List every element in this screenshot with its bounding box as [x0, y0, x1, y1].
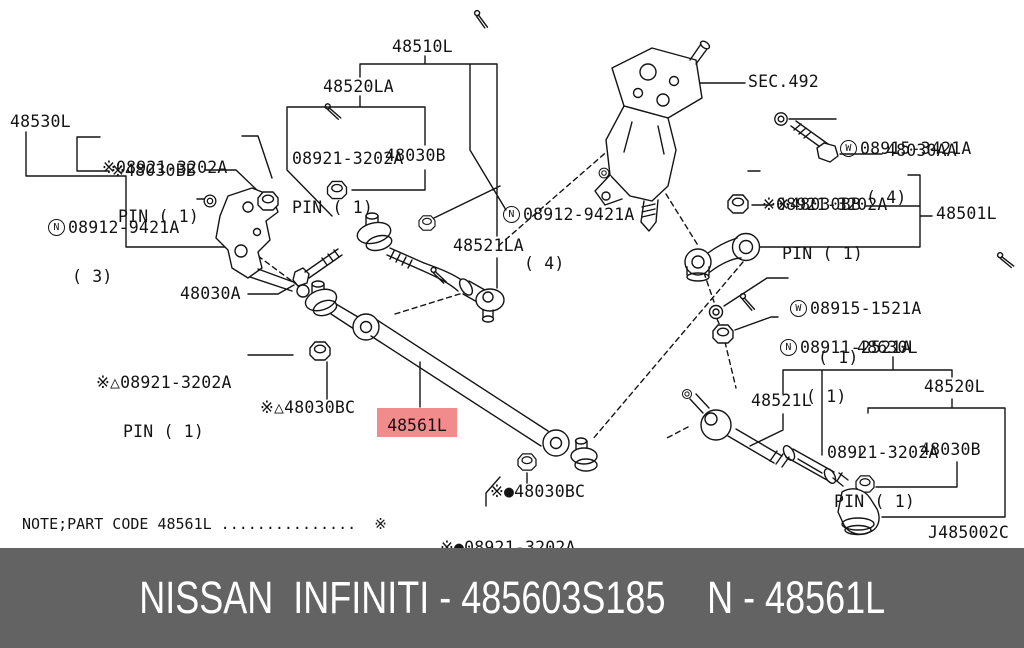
- part-qty: PIN ( 1): [123, 422, 205, 441]
- diagram-linework: [25, 8, 1017, 536]
- cotter-pin-icon: [321, 102, 345, 121]
- note-line-1: NOTE;PART CODE 48561L ............... ※: [22, 515, 387, 533]
- part-number: 08915-1521A: [810, 298, 922, 318]
- construction-dashed-lines: [257, 141, 744, 441]
- footer-gap: [665, 572, 707, 624]
- part-label-48521L: 48521L: [751, 391, 812, 410]
- leader-lines: [25, 55, 1006, 518]
- part-label-48030BC-triangle: ※△48030BC: [260, 398, 356, 417]
- part-number: 08912-9421A: [523, 204, 635, 224]
- part-qty: PIN ( 1): [118, 207, 200, 226]
- diagram-code-label: J485002C: [928, 523, 1010, 542]
- footer-bar: NISSAN INFINITI - 485603S185 N - 48561L: [0, 548, 1024, 648]
- part-label-08915-3421A: W 08915-3421A ( 4): [840, 108, 971, 238]
- highlighted-part-48561L[interactable]: 48561L: [377, 408, 457, 437]
- part-qty: ( 1): [818, 348, 859, 367]
- part-label-pin-right: ※08921-3202A PIN ( 1): [762, 165, 888, 294]
- circled-w-icon: W: [790, 300, 807, 317]
- part-label-pin-top-left: ※08921-3202A PIN ( 1): [102, 128, 228, 257]
- part-number: 08921-3202A: [827, 443, 939, 462]
- circled-n-icon: N: [48, 219, 65, 236]
- part-label-48030BB-right: ※48030BB: [776, 195, 861, 214]
- part-qty: ( 4): [866, 188, 907, 207]
- part-qty: PIN ( 1): [782, 244, 864, 263]
- circled-w-icon: W: [840, 140, 857, 157]
- tie-rod-end-top-drawing: [326, 8, 493, 271]
- part-label-48030B-bottom: 48030B: [920, 440, 981, 459]
- part-qty: ( 4): [524, 254, 565, 273]
- part-label-48030B-top: 48030B: [385, 146, 446, 165]
- part-qty: PIN ( 1): [292, 198, 374, 217]
- part-label-48030BC-dot: ※●48030BC: [490, 482, 586, 501]
- footer-brand-and-part-number: NISSAN INFINITI - 485603S185: [139, 572, 666, 623]
- part-qty: ( 3): [72, 267, 113, 286]
- tie-rod-assembly-top-drawing: [418, 215, 505, 323]
- part-number: ※08921-3202A: [102, 158, 228, 177]
- part-qty: ( 1): [806, 387, 847, 406]
- circled-n-icon: N: [503, 206, 520, 223]
- part-number-row: W 08915-1521A: [790, 300, 921, 317]
- part-label-48030BB-left: ※48030BB: [111, 161, 196, 180]
- part-label-pin-triangle: ※△08921-3202A PIN ( 1): [96, 343, 232, 472]
- nut-icon: [727, 194, 749, 214]
- part-label-08912-9421A-4: N 08912-9421A ( 4): [503, 174, 634, 304]
- part-number: ※△08921-3202A: [96, 373, 232, 392]
- pitman-arm-drawing: [684, 232, 761, 344]
- part-number-row: N 08911-2521A: [780, 339, 911, 356]
- knuckle-bracket-drawing: [215, 187, 310, 298]
- center-link-drawing: [304, 265, 760, 472]
- bolt-drawing: [292, 248, 343, 287]
- part-label-pin-box-top: 08921-3202A PIN ( 1): [292, 119, 403, 248]
- part-label-48520L: 48520L: [924, 377, 985, 396]
- part-qty: PIN ( 1): [834, 492, 916, 511]
- part-label-48030AA: 48030AA: [886, 141, 957, 160]
- part-label-pin-bottom-right: 08921-3202A PIN ( 1): [827, 413, 938, 542]
- part-number-row: W 08915-3421A: [840, 140, 971, 157]
- part-number: ※08921-3202A: [762, 195, 888, 214]
- section-ref-label: SEC.492: [748, 72, 819, 91]
- footer-part-ref: N - 48561L: [706, 572, 885, 623]
- steering-gear-drawing: [594, 40, 711, 232]
- circled-n-icon: N: [780, 339, 797, 356]
- part-label-08911-2521A: N 08911-2521A ( 1): [780, 307, 911, 437]
- part-label-48501L: 48501L: [936, 204, 997, 223]
- part-label-48030A: 48030A: [180, 284, 241, 303]
- part-number: 08915-3421A: [860, 138, 972, 158]
- part-label-48530L: 48530L: [10, 112, 71, 131]
- part-number-row: N 08912-9421A: [48, 219, 179, 236]
- part-label-08915-1521A: W 08915-1521A ( 1): [790, 268, 921, 398]
- footer-text: NISSAN INFINITI - 485603S185 N - 48561L: [139, 572, 885, 624]
- bolt-washer-topright-drawing: [774, 112, 839, 163]
- part-label-08912-9421A-3: N 08912-9421A ( 3): [48, 187, 179, 317]
- part-number: 08921-3202A: [292, 149, 404, 168]
- part-label-48521LA: 48521LA: [453, 236, 524, 255]
- part-number: 08912-9421A: [68, 217, 180, 237]
- part-label-48520LA: 48520LA: [323, 77, 394, 96]
- part-label-48510L: 48510L: [392, 37, 453, 56]
- part-number-row: N 08912-9421A: [503, 206, 634, 223]
- part-label-48630L: 48630L: [857, 338, 918, 357]
- tie-rod-bottom-right-drawing: [681, 251, 1017, 536]
- nut-icon: [257, 191, 279, 211]
- part-number: 08911-2521A: [800, 337, 912, 357]
